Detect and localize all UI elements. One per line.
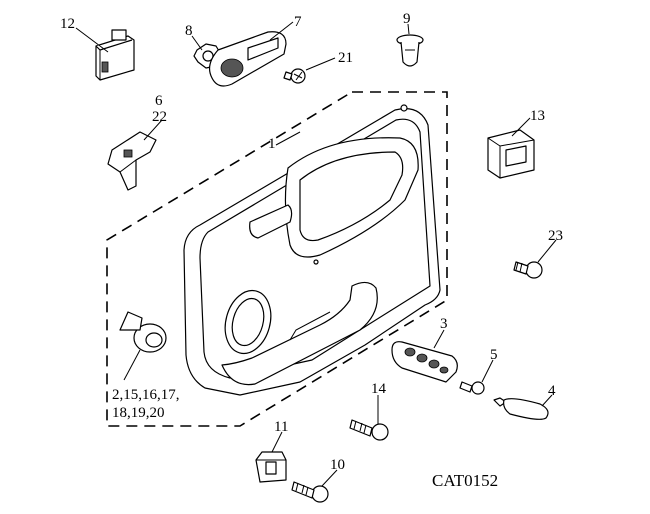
callout-21: 21	[338, 50, 353, 66]
callout-5: 5	[490, 347, 498, 363]
callout-12: 12	[60, 16, 75, 32]
callout-4: 4	[548, 383, 556, 399]
leader-lines	[75, 21, 557, 487]
bracket-6-icon	[107, 131, 157, 191]
callout-18-19-20: 18,19,20	[112, 405, 165, 421]
screw-23-icon	[513, 261, 543, 279]
screw-21-icon	[283, 68, 306, 84]
callout-10: 10	[330, 457, 345, 473]
callout-2-15-16-17: 2,15,16,17,	[112, 387, 180, 403]
screw-5-icon	[459, 381, 485, 395]
callout-3: 3	[440, 316, 448, 332]
handle-bezel-7-icon	[208, 31, 287, 87]
grommet-9-icon	[396, 34, 424, 67]
callout-9: 9	[403, 11, 411, 27]
callout-11: 11	[274, 419, 288, 435]
callout-labels: 1 3 4 5 6 22 7 8 9 10 11 12 13 14 21 23 …	[60, 11, 563, 490]
callout-6: 6	[155, 93, 163, 109]
callout-7: 7	[294, 14, 302, 30]
callout-1: 1	[268, 136, 276, 152]
callout-13: 13	[530, 108, 545, 124]
lock-knob-4-icon	[493, 397, 549, 420]
callout-8: 8	[185, 23, 193, 39]
assembly-boundary	[106, 91, 448, 427]
clip-12-icon	[95, 29, 135, 81]
screw-10-icon	[291, 481, 329, 503]
clip-13-icon	[487, 129, 535, 179]
callout-14: 14	[371, 381, 387, 397]
callout-22: 22	[152, 109, 167, 125]
switch-pack-3-icon	[391, 341, 458, 383]
door-trim-panel	[183, 104, 441, 396]
callout-23: 23	[548, 228, 563, 244]
push-clip-2-icon	[119, 311, 167, 353]
catalog-code: CAT0152	[432, 471, 498, 490]
screw-14-icon	[349, 419, 389, 441]
clip-nut-11-icon	[255, 451, 287, 483]
